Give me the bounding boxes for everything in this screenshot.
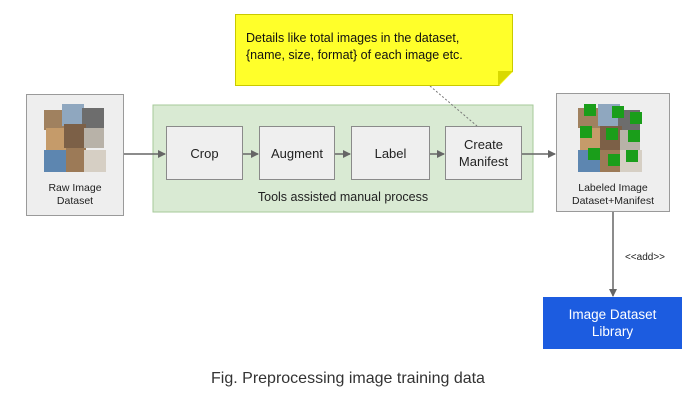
raw-image-dataset-label: Raw Image Dataset	[26, 182, 124, 208]
label-step[interactable]: Label	[351, 126, 430, 180]
labeled-dataset-line-2: Dataset+Manifest	[571, 195, 654, 207]
labeled-dataset-label: Labeled Image Dataset+Manifest	[556, 182, 670, 208]
image-thumb	[84, 128, 104, 148]
details-note-line-2: {name, size, format} of each image etc.	[246, 48, 463, 62]
image-thumb	[46, 128, 66, 150]
manifest-line-1: Create	[463, 137, 504, 152]
image-thumb	[82, 108, 104, 128]
label-marker-icon	[626, 150, 638, 162]
manifest-line-2: Manifest	[458, 154, 509, 169]
image-dataset-library-node[interactable]: Image Dataset Library	[543, 297, 682, 349]
create-manifest-step[interactable]: Create Manifest	[445, 126, 522, 180]
image-thumb	[44, 150, 66, 172]
library-line-2: Library	[591, 324, 634, 339]
add-relation-label: <<add>>	[624, 252, 666, 263]
crop-step[interactable]: Crop	[166, 126, 243, 180]
image-thumb	[66, 148, 86, 172]
raw-dataset-line-1: Raw Image	[48, 182, 102, 194]
image-thumb	[62, 104, 84, 126]
raw-images-icon	[44, 104, 106, 174]
details-note: Details like total images in the dataset…	[235, 14, 513, 86]
label-marker-icon	[612, 106, 624, 118]
label-marker-icon	[580, 126, 592, 138]
details-note-line-1: Details like total images in the dataset…	[246, 31, 460, 45]
labeled-images-icon	[578, 104, 644, 174]
label-marker-icon	[584, 104, 596, 116]
image-thumb	[44, 110, 64, 130]
image-thumb	[84, 150, 106, 172]
library-line-1: Image Dataset	[568, 307, 657, 322]
label-marker-icon	[630, 112, 642, 124]
labeled-dataset-line-1: Labeled Image	[578, 182, 648, 194]
label-marker-icon	[606, 128, 618, 140]
label-marker-icon	[608, 154, 620, 166]
figure-caption: Fig. Preprocessing image training data	[211, 370, 485, 387]
raw-dataset-line-2: Dataset	[56, 195, 94, 207]
process-area-label: Tools assisted manual process	[257, 190, 429, 204]
label-marker-icon	[628, 130, 640, 142]
label-marker-icon	[588, 148, 600, 160]
augment-step[interactable]: Augment	[259, 126, 335, 180]
image-thumb	[64, 124, 86, 148]
